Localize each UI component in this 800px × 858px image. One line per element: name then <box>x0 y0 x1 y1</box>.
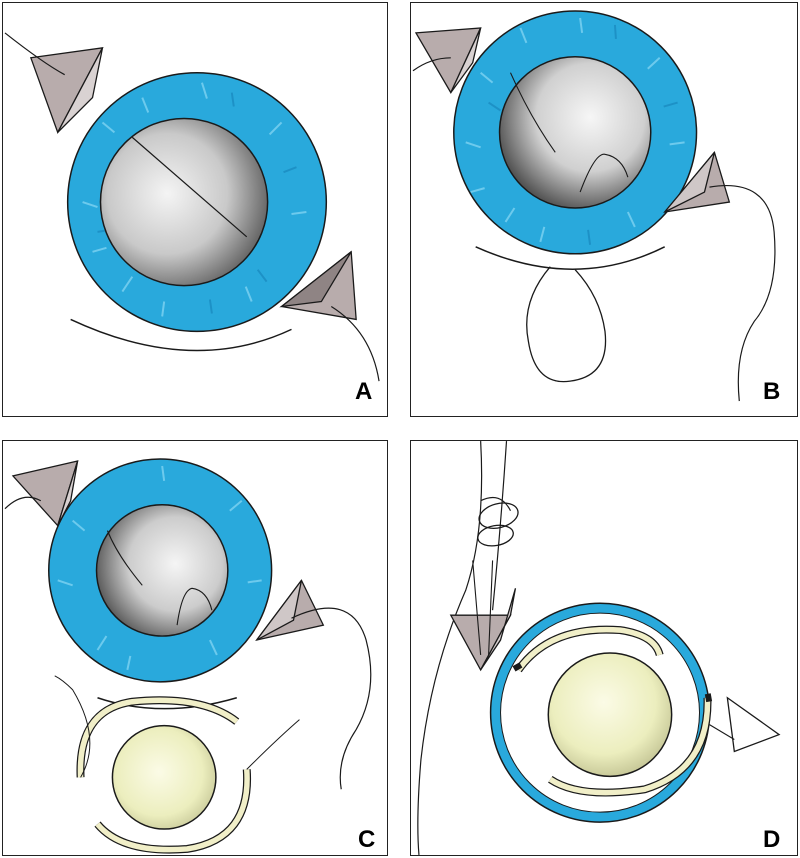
iris-hook-upper <box>29 47 104 134</box>
iol-optic <box>547 652 673 778</box>
iris-hook-upper <box>414 27 482 95</box>
suture-strand-left <box>417 441 483 855</box>
panel-b: B <box>410 2 798 417</box>
pupil <box>99 117 269 287</box>
intraocular-lens <box>512 625 713 797</box>
iris-edge-arc <box>70 318 292 352</box>
panel-a: A <box>2 2 388 417</box>
iol-optic <box>111 724 217 830</box>
panel-c-illustration <box>4 458 372 854</box>
iol-eyelet-left <box>512 662 523 672</box>
capsule-incision-line <box>131 136 248 238</box>
panel-a-illustration <box>4 32 380 382</box>
panel-label-a: A <box>355 378 373 405</box>
iris-hook-upper <box>449 588 517 672</box>
panel-label-d: D <box>763 826 781 853</box>
iris-hook-lower <box>279 250 357 321</box>
panel-c: C <box>2 440 388 856</box>
panel-d: D <box>410 440 798 856</box>
iris-hook-lower <box>663 150 731 213</box>
panel-label-c: C <box>358 826 376 853</box>
suture-loop <box>526 266 607 383</box>
panel-b-illustration <box>412 10 776 402</box>
iris-hook-lower <box>255 579 325 642</box>
pupil <box>498 56 652 209</box>
iris-edge-arc <box>97 697 237 710</box>
iris-hook-lower <box>726 696 781 753</box>
panel-d-illustration <box>417 441 781 855</box>
pupil <box>95 503 229 637</box>
iol-eyelet-right <box>704 693 713 703</box>
panel-label-b: B <box>763 378 781 405</box>
intraocular-lens <box>54 675 300 854</box>
iris-edge-arc <box>475 246 666 270</box>
suture-knot <box>478 502 519 529</box>
iris-hook-upper <box>11 460 79 527</box>
